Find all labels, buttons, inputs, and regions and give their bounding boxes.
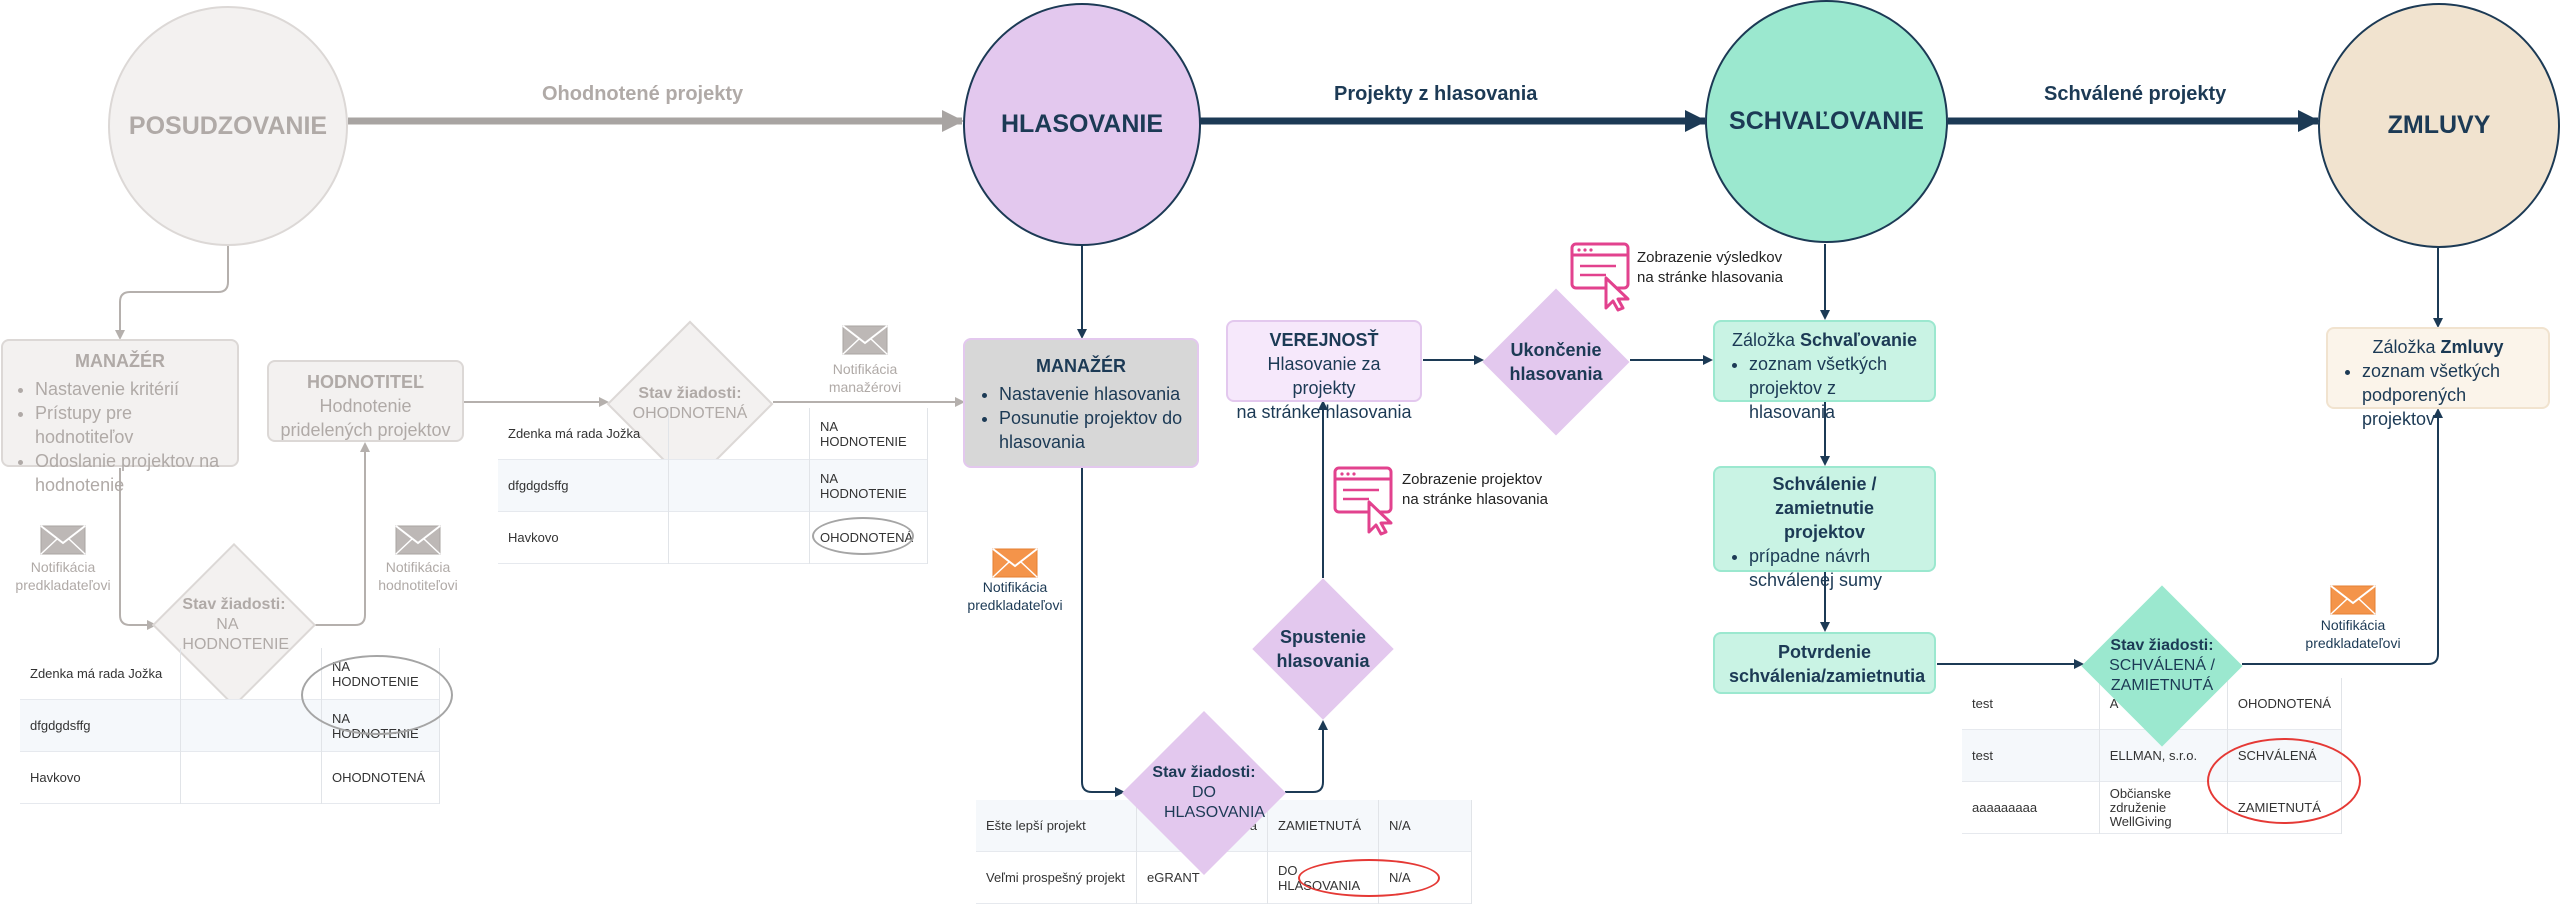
- stage-schvalovanie: SCHVAĽOVANIE: [1705, 0, 1948, 243]
- state-diamond-schvalena: Stav žiadosti: SCHVÁLENÁ / ZAMIETNUTÁ: [2081, 585, 2243, 747]
- manazer-title: MANAŽÉR: [1036, 356, 1126, 376]
- flow-label-z-hlasovania: Projekty z hlasovania: [1334, 83, 1538, 105]
- schvalenie-box: Schválenie / zamietnutie projektov prípa…: [1713, 466, 1936, 590]
- verejnost-box: VEREJNOSŤ Hlasovanie za projekty na strá…: [1226, 320, 1422, 422]
- zalozka-bold: Schvaľovanie: [1800, 330, 1918, 350]
- list-item: Posunutie projektov do hlasovania: [999, 406, 1183, 454]
- list-item: zoznam všetkých projektov z hlasovania: [1749, 352, 1920, 424]
- flow-label-schvalene: Schválené projekty: [2044, 83, 2227, 105]
- hodnotitel-title: HODNOTITEĽ: [307, 372, 424, 392]
- list-item: Prístupy pre hodnotiteľov: [35, 401, 225, 449]
- posudzovanie-manazer-box: MANAŽÉR Nastavenie kritérií Prístupy pre…: [1, 339, 239, 495]
- state-diamond-ohodnotena: Stav žiadosti: OHODNOTENÁ: [606, 320, 774, 488]
- stage-posudzovanie: POSUDZOVANIE: [108, 6, 348, 246]
- verejnost-line2: na stránke hlasovania: [1236, 402, 1412, 422]
- state-diamond-do-hlasovania: Stav žiadosti: DO HLASOVANIA: [1121, 710, 1287, 876]
- highlight-ellipse: [1298, 859, 1440, 897]
- state-value: SCHVÁLENÁ / ZAMIETNUTÁ: [2109, 657, 2215, 694]
- monitor-cursor-icon: [1333, 466, 1393, 536]
- list-item: prípadne návrh schválenej sumy: [1749, 544, 1920, 592]
- envelope-icon: [992, 548, 1038, 578]
- state-title: Stav žiadosti:: [182, 596, 286, 613]
- hodnotitel-box: HODNOTITEĽ Hodnotenie pridelených projek…: [267, 360, 464, 442]
- stage-hlasovanie: HLASOVANIE: [963, 3, 1201, 246]
- zalozka-bold: Zmluvy: [2440, 337, 2504, 357]
- potvrdenie-box: Potvrdenie schválenia/zamietnutia: [1713, 632, 1936, 694]
- manazer-title: MANAŽÉR: [75, 351, 165, 371]
- highlight-ellipse: [2207, 738, 2361, 824]
- state-title: Stav žiadosti:: [1152, 764, 1256, 781]
- zalozka-zmluvy-box: Záložka Zmluvy zoznam všetkých podporený…: [2326, 327, 2550, 429]
- state-value: OHODNOTENÁ: [632, 405, 748, 422]
- state-title: Stav žiadosti:: [2110, 637, 2214, 654]
- verejnost-title: VEREJNOSŤ: [1269, 330, 1379, 350]
- envelope-icon: [2330, 585, 2376, 615]
- list-item: Nastavenie hlasovania: [999, 382, 1183, 406]
- state-value: NA HODNOTENIE: [182, 616, 290, 653]
- zalozka-prefix: Záložka: [2372, 337, 2441, 357]
- zalozka-prefix: Záložka: [1731, 330, 1801, 350]
- flow-label-ohodnotene: Ohodnotené projekty: [542, 83, 744, 105]
- zalozka-schvalovanie-box: Záložka Schvaľovanie zoznam všetkých pro…: [1713, 320, 1936, 422]
- highlight-ellipse: [812, 517, 914, 555]
- list-item: Odoslanie projektov na hodnotenie: [35, 449, 225, 497]
- hlasovanie-manazer-box: MANAŽÉR Nastavenie hlasovania Posunutie …: [963, 338, 1199, 468]
- monitor-cursor-icon: [1570, 242, 1630, 312]
- envelope-icon: [40, 525, 86, 555]
- verejnost-line1: Hlasovanie za projekty: [1267, 354, 1381, 398]
- state-diamond-na-hodnotenie: Stav žiadosti: NA HODNOTENIE: [151, 542, 317, 708]
- stage-zmluvy: ZMLUVY: [2318, 3, 2560, 248]
- list-item: Nastavenie kritérií: [35, 377, 225, 401]
- hodnotitel-text: Hodnotenie pridelených projektov: [280, 396, 451, 440]
- envelope-icon: [842, 325, 888, 355]
- schvalenie-title: Schválenie / zamietnutie projektov: [1772, 474, 1877, 542]
- list-item: zoznam všetkých podporených projektov: [2362, 359, 2534, 431]
- state-value: DO HLASOVANIA: [1163, 784, 1266, 821]
- envelope-icon: [395, 525, 441, 555]
- highlight-ellipse: [301, 655, 453, 735]
- state-title: Stav žiadosti:: [638, 385, 742, 402]
